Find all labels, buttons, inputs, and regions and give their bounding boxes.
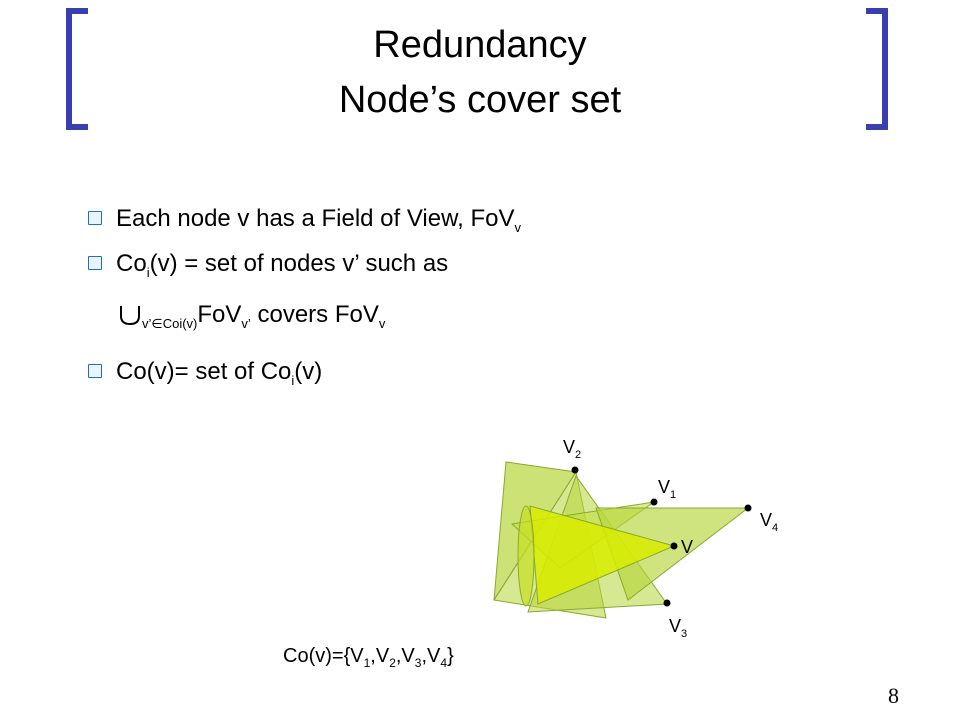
- bullet-coi-post: (v) = set of nodes v’ such as: [149, 250, 449, 277]
- bullet-co-post: (v): [294, 358, 323, 385]
- union-icon: [120, 306, 140, 326]
- slide-title-line2: Node’s cover set: [338, 79, 622, 121]
- bullet-coi-sub: i: [146, 265, 150, 280]
- bullet-fov-sub: v: [514, 220, 521, 235]
- union-sub: v’∈Coi(v): [142, 316, 198, 331]
- fov-v-arc: [517, 505, 535, 607]
- union-fov: FoV: [197, 301, 242, 328]
- page-number: 8: [888, 683, 899, 708]
- bullet-square-icon: [88, 211, 102, 225]
- node-v1-label: V1: [658, 477, 677, 501]
- node-v4-dot: [744, 504, 752, 512]
- bullet-coi-pre: Co: [116, 250, 147, 277]
- bullet-fov-text: Each node v has a Field of View, FoV: [116, 205, 515, 232]
- node-v3-label: V3: [669, 616, 688, 640]
- bullet-co-pre: Co(v)= set of Co: [116, 358, 292, 385]
- bullet-coi: Coi(v) = set of nodes v’ such as: [88, 249, 448, 282]
- bullet-square-icon: [88, 256, 102, 270]
- node-v-label: V: [681, 537, 694, 557]
- title-bracket-left: [66, 8, 88, 130]
- bullet-co-sub: i: [291, 373, 295, 388]
- union-covers: covers FoV: [250, 301, 379, 328]
- cover-set-caption: Co(v)={V1,V2,V3,V4}: [283, 645, 454, 670]
- node-v2-label: V2: [563, 437, 582, 461]
- node-v3-dot: [663, 599, 671, 607]
- node-v1-dot: [650, 498, 658, 506]
- bullet-fov: Each node v has a Field of View, FoVv: [88, 204, 521, 237]
- node-v4-label: V4: [760, 510, 779, 534]
- slide-title-line1: Redundancy: [373, 24, 587, 66]
- node-v2-dot: [571, 466, 579, 474]
- union-fov-sub: v’: [241, 316, 251, 331]
- union-expression: v’∈Coi(v)FoVv’ covers FoVv: [118, 300, 385, 333]
- bullet-co: Co(v)= set of Coi(v): [88, 357, 322, 390]
- title-bracket-right: [866, 8, 888, 130]
- bullet-square-icon: [88, 364, 102, 378]
- node-v-dot: [670, 542, 678, 550]
- union-covers-sub: v: [378, 316, 386, 331]
